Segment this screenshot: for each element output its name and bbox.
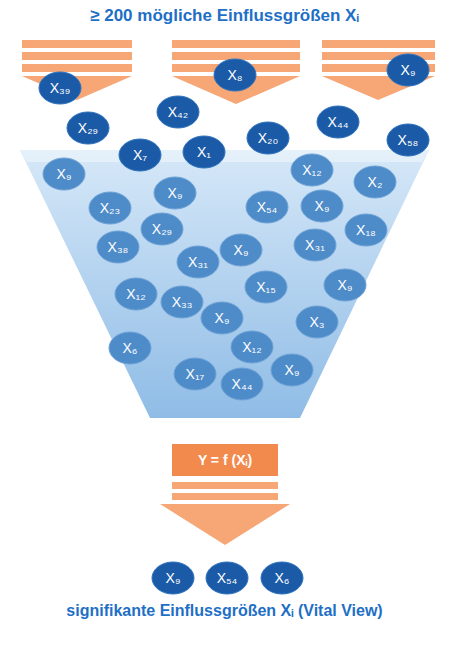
factor-circle: X₁₂ [290, 153, 334, 187]
factor-label: X₁ [182, 135, 226, 160]
factor-label: X₆ [108, 331, 152, 356]
function-box: Y = f (Xᵢ) [172, 444, 278, 476]
factor-circle: X₃₉ [38, 71, 82, 105]
factor-label: X₁₈ [344, 213, 388, 238]
factor-circle: X₉ [300, 189, 344, 223]
factor-circle: X₉ [386, 53, 430, 87]
factor-circle: X₅₄ [205, 561, 249, 595]
factor-label: X₅₈ [386, 123, 430, 148]
factor-label: X₅₄ [245, 190, 289, 215]
factor-label: X₉ [42, 157, 86, 182]
factor-circle: X₉ [270, 353, 314, 387]
factor-label: X₃₈ [96, 230, 140, 255]
factor-label: X₃₁ [293, 228, 337, 253]
factor-label: X₉ [219, 233, 263, 258]
factor-label: X₂₉ [140, 212, 184, 237]
factor-label: X₉ [386, 53, 430, 78]
factor-circle: X₉ [200, 301, 244, 335]
factor-circle: X₃₁ [293, 228, 337, 262]
factor-circle: X₂ [353, 165, 397, 199]
factor-circle: X₃₁ [176, 245, 220, 279]
factor-label: X₆ [260, 561, 304, 586]
factor-label: X₉ [153, 176, 197, 201]
factor-label: X₉ [300, 189, 344, 214]
factor-label: X₂₉ [66, 111, 110, 136]
factor-label: X₉ [323, 268, 367, 293]
factor-label: X₇ [118, 138, 162, 163]
factor-circle: X₃₈ [96, 230, 140, 264]
factor-circle: X₉ [323, 268, 367, 302]
input-chevrons [22, 40, 435, 104]
factor-circle: X₁₂ [230, 330, 274, 364]
factor-circle: X₂₀ [246, 121, 290, 155]
factor-label: X₅₄ [205, 561, 249, 586]
factor-circle: X₁₈ [344, 213, 388, 247]
factor-circle: X₁₇ [173, 357, 217, 391]
factor-circle: X₂₉ [140, 212, 184, 246]
factor-circle: X₄₄ [220, 367, 264, 401]
factor-circle: X₄₄ [316, 105, 360, 139]
factor-circle: X₃₃ [160, 285, 204, 319]
factor-circle: X₅₈ [386, 123, 430, 157]
factor-circle: X₅₄ [245, 190, 289, 224]
factor-circle: X₁₅ [244, 270, 288, 304]
factor-circle: X₄₂ [156, 95, 200, 129]
factor-circle: X₇ [118, 138, 162, 172]
factor-label: X₉ [270, 353, 314, 378]
factor-label: X₁₂ [290, 153, 334, 178]
factor-circle: X₉ [151, 561, 195, 595]
diagram-caption: signifikante Einflussgrößen Xᵢ (Vital Vi… [0, 600, 449, 622]
factor-label: X₂₃ [88, 191, 132, 216]
diagram-title: ≥ 200 mögliche Einflussgrößen Xᵢ [0, 6, 449, 26]
factor-label: X₁₇ [173, 357, 217, 382]
output-arrow [160, 482, 290, 545]
factor-circle: X₃ [295, 305, 339, 339]
factor-label: X₄₄ [220, 367, 264, 392]
factor-label: X₂₀ [246, 121, 290, 146]
factor-circle: X₉ [42, 157, 86, 191]
factor-circle: X₂₃ [88, 191, 132, 225]
factor-label: X₃₉ [38, 71, 82, 96]
factor-circle: X₆ [108, 331, 152, 365]
factor-circle: X₁₂ [114, 277, 158, 311]
factor-circle: X₆ [260, 561, 304, 595]
factor-circle: X₂₉ [66, 111, 110, 145]
factor-label: X₁₅ [244, 270, 288, 295]
factor-circle: X₉ [219, 233, 263, 267]
factor-label: X₁₂ [114, 277, 158, 302]
factor-circle: X₈ [213, 58, 257, 92]
function-label: Y = f (Xᵢ) [172, 444, 278, 468]
factor-label: X₃ [295, 305, 339, 330]
factor-label: X₄₄ [316, 105, 360, 130]
factor-label: X₃₁ [176, 245, 220, 270]
factor-label: X₉ [151, 561, 195, 586]
factor-label: X₉ [200, 301, 244, 326]
factor-circle: X₉ [153, 176, 197, 210]
factor-label: X₂ [353, 165, 397, 190]
factor-label: X₃₃ [160, 285, 204, 310]
factor-circle: X₁ [182, 135, 226, 169]
factor-label: X₄₂ [156, 95, 200, 120]
factor-label: X₈ [213, 58, 257, 83]
funnel [20, 150, 429, 418]
factor-label: X₁₂ [230, 330, 274, 355]
